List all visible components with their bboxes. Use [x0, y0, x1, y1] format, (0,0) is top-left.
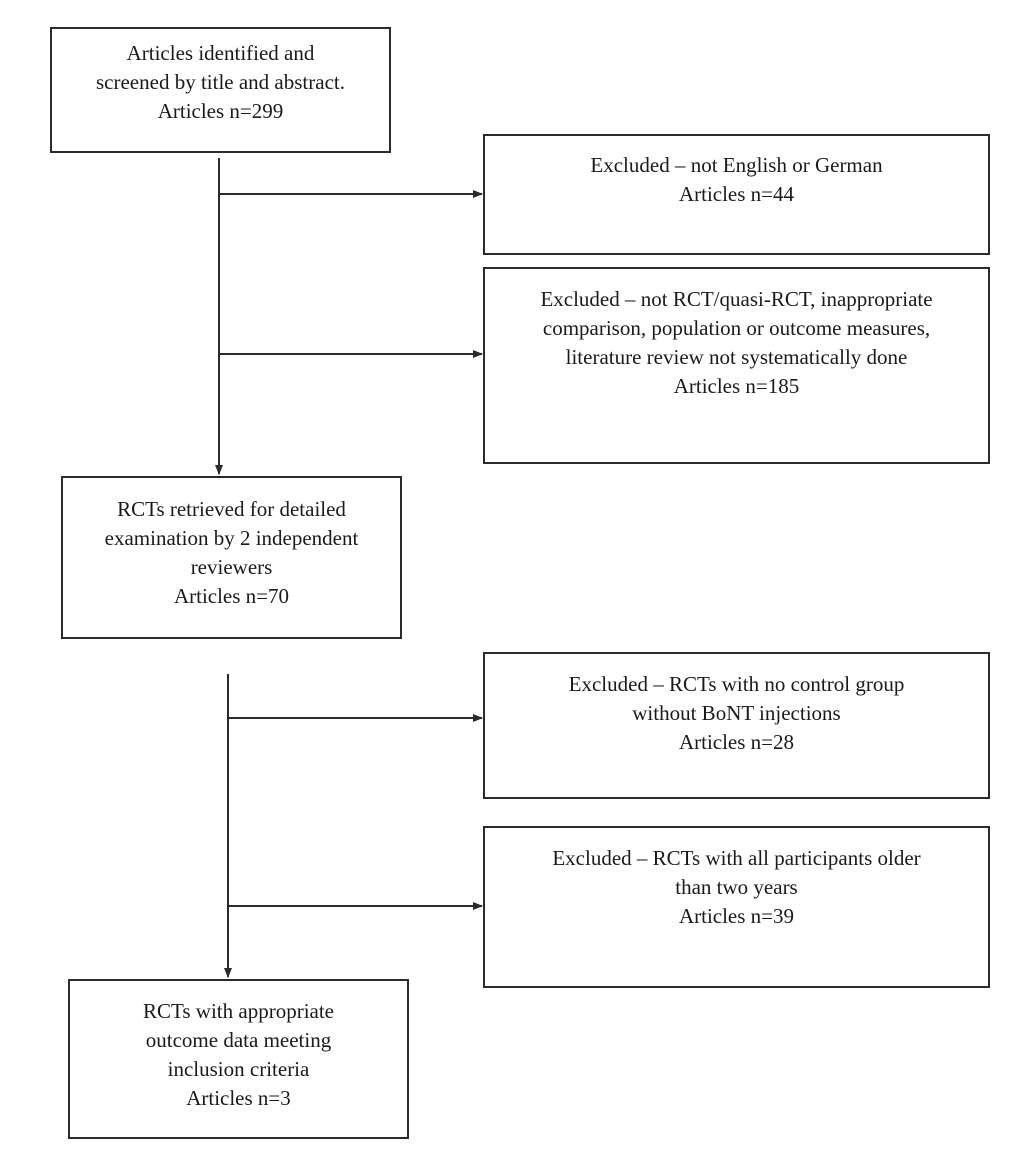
box-excluded-age: Excluded – RCTs with all participants ol…: [483, 826, 990, 988]
excluded-language-line-1: Excluded – not English or German: [590, 153, 883, 177]
excluded-control-line-2: without BoNT injections: [632, 701, 841, 725]
retrieved-line-1: RCTs retrieved for detailed: [117, 497, 346, 521]
box-rcts-included: RCTs with appropriate outcome data meeti…: [68, 979, 409, 1139]
box-excluded-control: Excluded – RCTs with no control group wi…: [483, 652, 990, 799]
identified-count: Articles n=299: [157, 99, 284, 123]
retrieved-count: Articles n=70: [173, 584, 290, 608]
excluded-design-line-1: Excluded – not RCT/quasi-RCT, inappropri…: [540, 287, 933, 311]
excluded-language-count: Articles n=44: [678, 182, 795, 206]
identified-line-1: Articles identified and: [126, 41, 315, 65]
excluded-control-line-1: Excluded – RCTs with no control group: [568, 672, 905, 696]
excluded-design-line-2: comparison, population or outcome measur…: [542, 316, 931, 340]
excluded-age-line-2: than two years: [675, 875, 798, 899]
included-count: Articles n=3: [186, 1086, 291, 1110]
included-line-3: inclusion criteria: [167, 1057, 310, 1081]
excluded-age-count: Articles n=39: [678, 904, 795, 928]
box-excluded-design: Excluded – not RCT/quasi-RCT, inappropri…: [483, 267, 990, 464]
box-excluded-language: Excluded – not English or German Article…: [483, 134, 990, 255]
retrieved-line-3: reviewers: [190, 555, 273, 579]
box-rcts-retrieved: RCTs retrieved for detailed examination …: [61, 476, 402, 639]
excluded-design-line-3: literature review not systematically don…: [565, 345, 908, 369]
excluded-control-count: Articles n=28: [678, 730, 795, 754]
included-line-2: outcome data meeting: [145, 1028, 332, 1052]
retrieved-line-2: examination by 2 independent: [104, 526, 359, 550]
box-articles-identified: Articles identified and screened by titl…: [50, 27, 391, 153]
excluded-design-count: Articles n=185: [673, 374, 800, 398]
excluded-age-line-1: Excluded – RCTs with all participants ol…: [552, 846, 921, 870]
included-line-1: RCTs with appropriate: [143, 999, 334, 1023]
identified-line-2: screened by title and abstract.: [96, 70, 345, 94]
